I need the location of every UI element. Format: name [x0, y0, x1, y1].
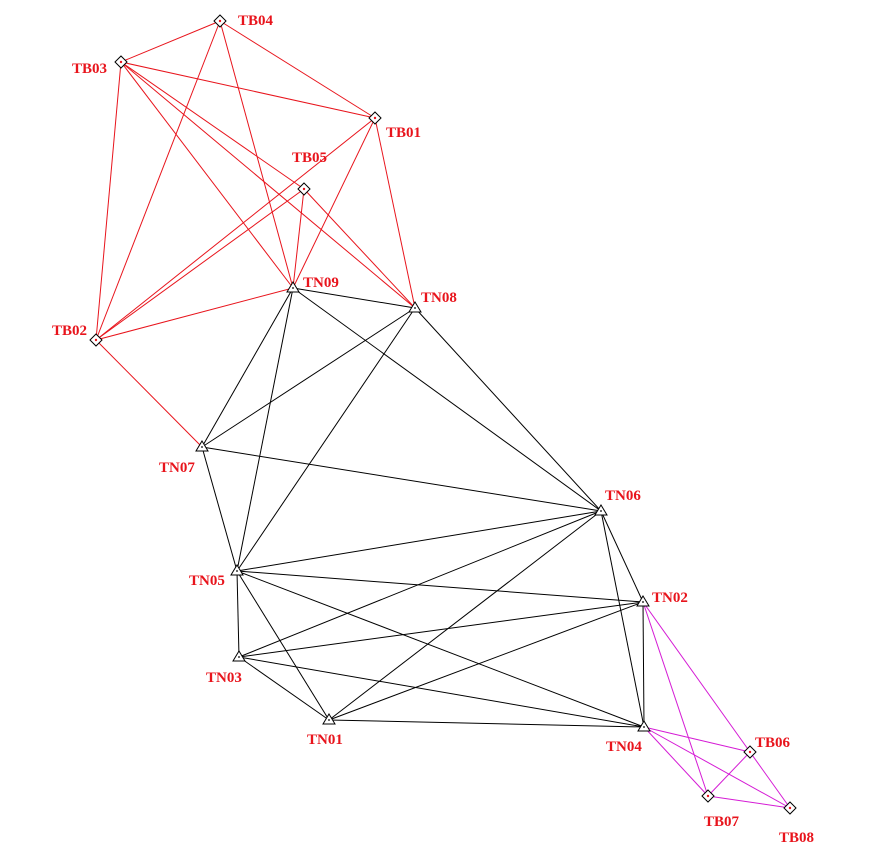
- edge-tn04-tb06: [643, 726, 751, 753]
- edge-tb03-tn08: [120, 61, 416, 309]
- triangle-marker-tn06: [594, 504, 608, 516]
- triangle-marker-tn03: [232, 650, 246, 662]
- label-tb03: TB03: [72, 61, 107, 77]
- edge-tn05-tn04: [236, 570, 645, 728]
- edges-layer: [95, 20, 791, 809]
- edge-tn07-tn06: [201, 446, 602, 512]
- edge-tb04-tb03: [120, 20, 221, 63]
- edge-tn08-tn05: [236, 307, 416, 572]
- edge-tn05-tn01: [236, 570, 330, 721]
- edge-tn06-tn05: [236, 510, 602, 572]
- edge-tb04-tb02: [95, 20, 221, 341]
- edge-tb02-tn09: [95, 287, 294, 341]
- triangle-marker-tn05: [230, 564, 244, 576]
- label-tb01: TB01: [386, 125, 421, 141]
- triangle-marker-tn04: [637, 720, 651, 732]
- edge-tb04-tn09: [219, 20, 294, 289]
- edge-tb06-tb07: [707, 751, 751, 797]
- label-tb06: TB06: [755, 735, 791, 751]
- label-tb05: TB05: [292, 150, 327, 166]
- edge-tb01-tn09: [292, 117, 376, 289]
- edge-tb03-tb02: [95, 61, 122, 341]
- edge-tn03-tn01: [238, 656, 330, 721]
- edge-tb05-tb02: [95, 188, 305, 341]
- edge-tn05-tn03: [236, 570, 240, 658]
- edge-tb02-tn07: [95, 339, 203, 448]
- edge-tn09-tn05: [236, 287, 294, 572]
- label-tb02: TB02: [52, 323, 87, 339]
- edge-tn01-tn04: [328, 719, 645, 728]
- label-tn09: TN09: [303, 275, 339, 291]
- edge-tn03-tn04: [238, 656, 645, 728]
- label-tn02: TN02: [652, 590, 688, 606]
- edge-tb03-tb05: [120, 61, 305, 190]
- triangle-marker-tn01: [322, 713, 336, 725]
- edge-tn02-tb07: [642, 601, 709, 797]
- edge-tn09-tn07: [201, 287, 294, 448]
- triangle-marker-tn07: [195, 440, 209, 452]
- edge-tn02-tn04: [642, 601, 645, 728]
- edge-tn08-tn06: [414, 307, 602, 512]
- label-tb08: TB08: [779, 830, 814, 846]
- diamond-marker-tb06: [743, 745, 757, 759]
- diamond-marker-tb07: [701, 789, 715, 803]
- edge-tn06-tn02: [600, 510, 644, 603]
- edge-tb01-tn08: [374, 117, 416, 309]
- edge-tn06-tn04: [600, 510, 645, 728]
- label-tn07: TN07: [159, 460, 195, 476]
- label-tb07: TB07: [704, 814, 740, 830]
- edge-tb03-tb01: [120, 61, 376, 119]
- edge-tn02-tb06: [642, 601, 751, 753]
- label-tn05: TN05: [189, 573, 225, 589]
- triangle-marker-tn08: [408, 301, 422, 313]
- edge-tn04-tb07: [643, 726, 709, 797]
- label-tn04: TN04: [606, 739, 642, 755]
- edge-tb01-tb02: [95, 117, 376, 341]
- diamond-marker-tb04: [213, 14, 227, 28]
- markers-layer: [89, 14, 797, 815]
- label-tn08: TN08: [421, 290, 457, 306]
- edge-tn06-tn01: [328, 510, 602, 721]
- edge-tn07-tn05: [201, 446, 238, 572]
- triangle-marker-tn02: [636, 595, 650, 607]
- diamond-marker-tb08: [783, 801, 797, 815]
- edge-tb06-tb08: [749, 751, 791, 809]
- edge-tn01-tn02: [328, 601, 644, 721]
- edge-tn09-tn06: [292, 287, 602, 512]
- edge-tn08-tn07: [201, 307, 416, 448]
- label-tn03: TN03: [206, 670, 242, 686]
- edge-tb07-tb08: [707, 795, 791, 809]
- edge-tn09-tn08: [292, 287, 416, 309]
- edge-tn06-tn03: [238, 510, 602, 658]
- edge-tb04-tb01: [219, 20, 376, 119]
- triangle-marker-tn09: [286, 281, 300, 293]
- edge-tn04-tb08: [643, 726, 791, 809]
- diamond-marker-tb05: [297, 182, 311, 196]
- label-tn06: TN06: [605, 488, 641, 504]
- label-tb04: TB04: [238, 13, 274, 29]
- diamond-marker-tb02: [89, 333, 103, 347]
- label-tn01: TN01: [307, 732, 343, 748]
- edge-tb05-tn08: [303, 188, 416, 309]
- edge-tn05-tn02: [236, 570, 644, 603]
- diamond-marker-tb01: [368, 111, 382, 125]
- edge-tb05-tn09: [292, 188, 305, 289]
- diamond-marker-tb03: [114, 55, 128, 69]
- edge-tb03-tn09: [120, 61, 294, 289]
- edge-tn03-tn02: [238, 601, 644, 658]
